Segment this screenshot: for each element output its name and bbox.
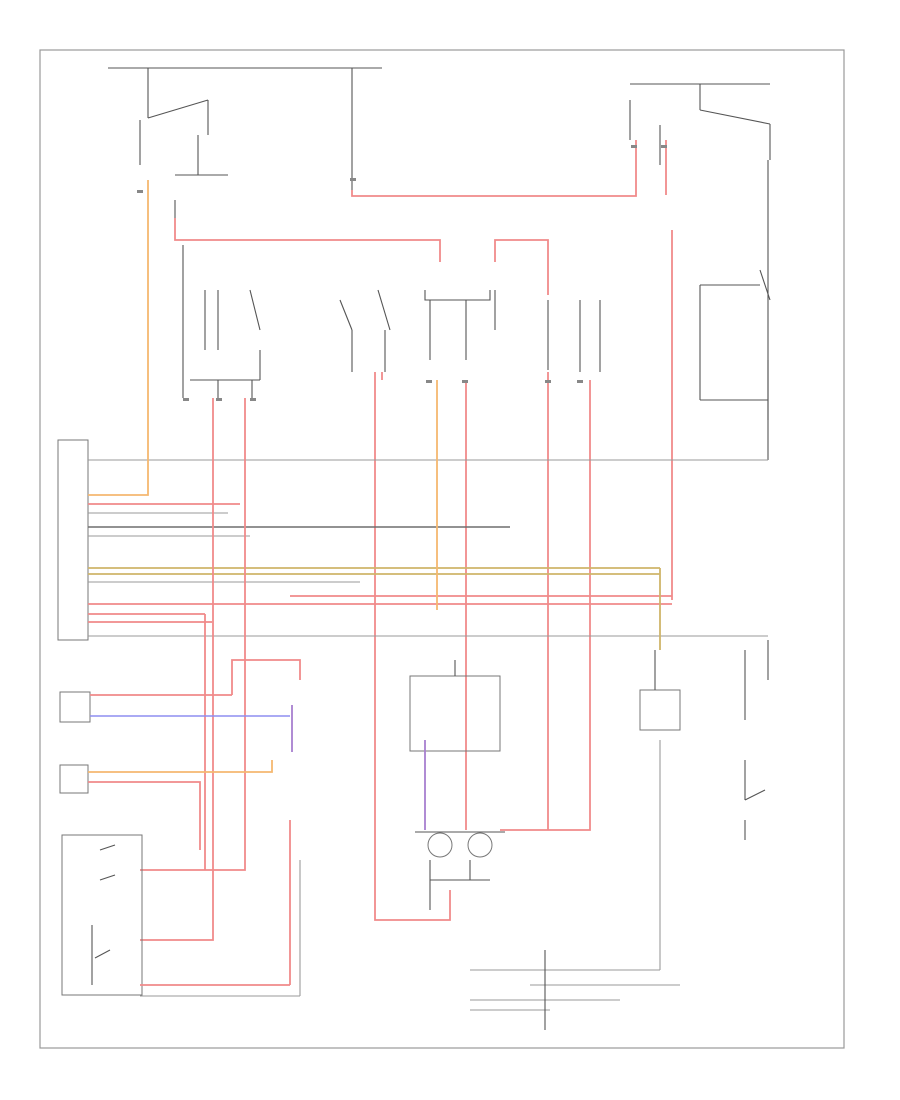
center-actuator-box: [409, 660, 501, 830]
connector-pins: [137, 145, 667, 401]
lower-left-module-b: [59, 764, 89, 794]
right-switch-cluster: [699, 269, 771, 420]
left-switch-cluster: [174, 200, 441, 398]
bottom-harness: [470, 740, 680, 1030]
lower-left-switch-stack: [61, 820, 301, 997]
control-module-connector: [57, 439, 89, 641]
middle-red-wires: [374, 230, 673, 921]
top-power-bus: [108, 67, 382, 190]
left-red-wires: [140, 398, 246, 941]
motor-pair: [415, 831, 505, 910]
horizontal-harness: [88, 180, 768, 637]
top-right-supply: [629, 83, 771, 460]
right-lower-wiring: [639, 640, 769, 840]
tan-wires: [436, 380, 661, 650]
lower-left-signal-wires: [90, 659, 301, 752]
top-red-loop: [351, 140, 667, 197]
middle-switch-cluster: [339, 289, 601, 372]
lower-left-module-a: [59, 691, 91, 723]
lower-left-orange-wires: [88, 760, 273, 850]
diagram-frame: [39, 49, 845, 1049]
